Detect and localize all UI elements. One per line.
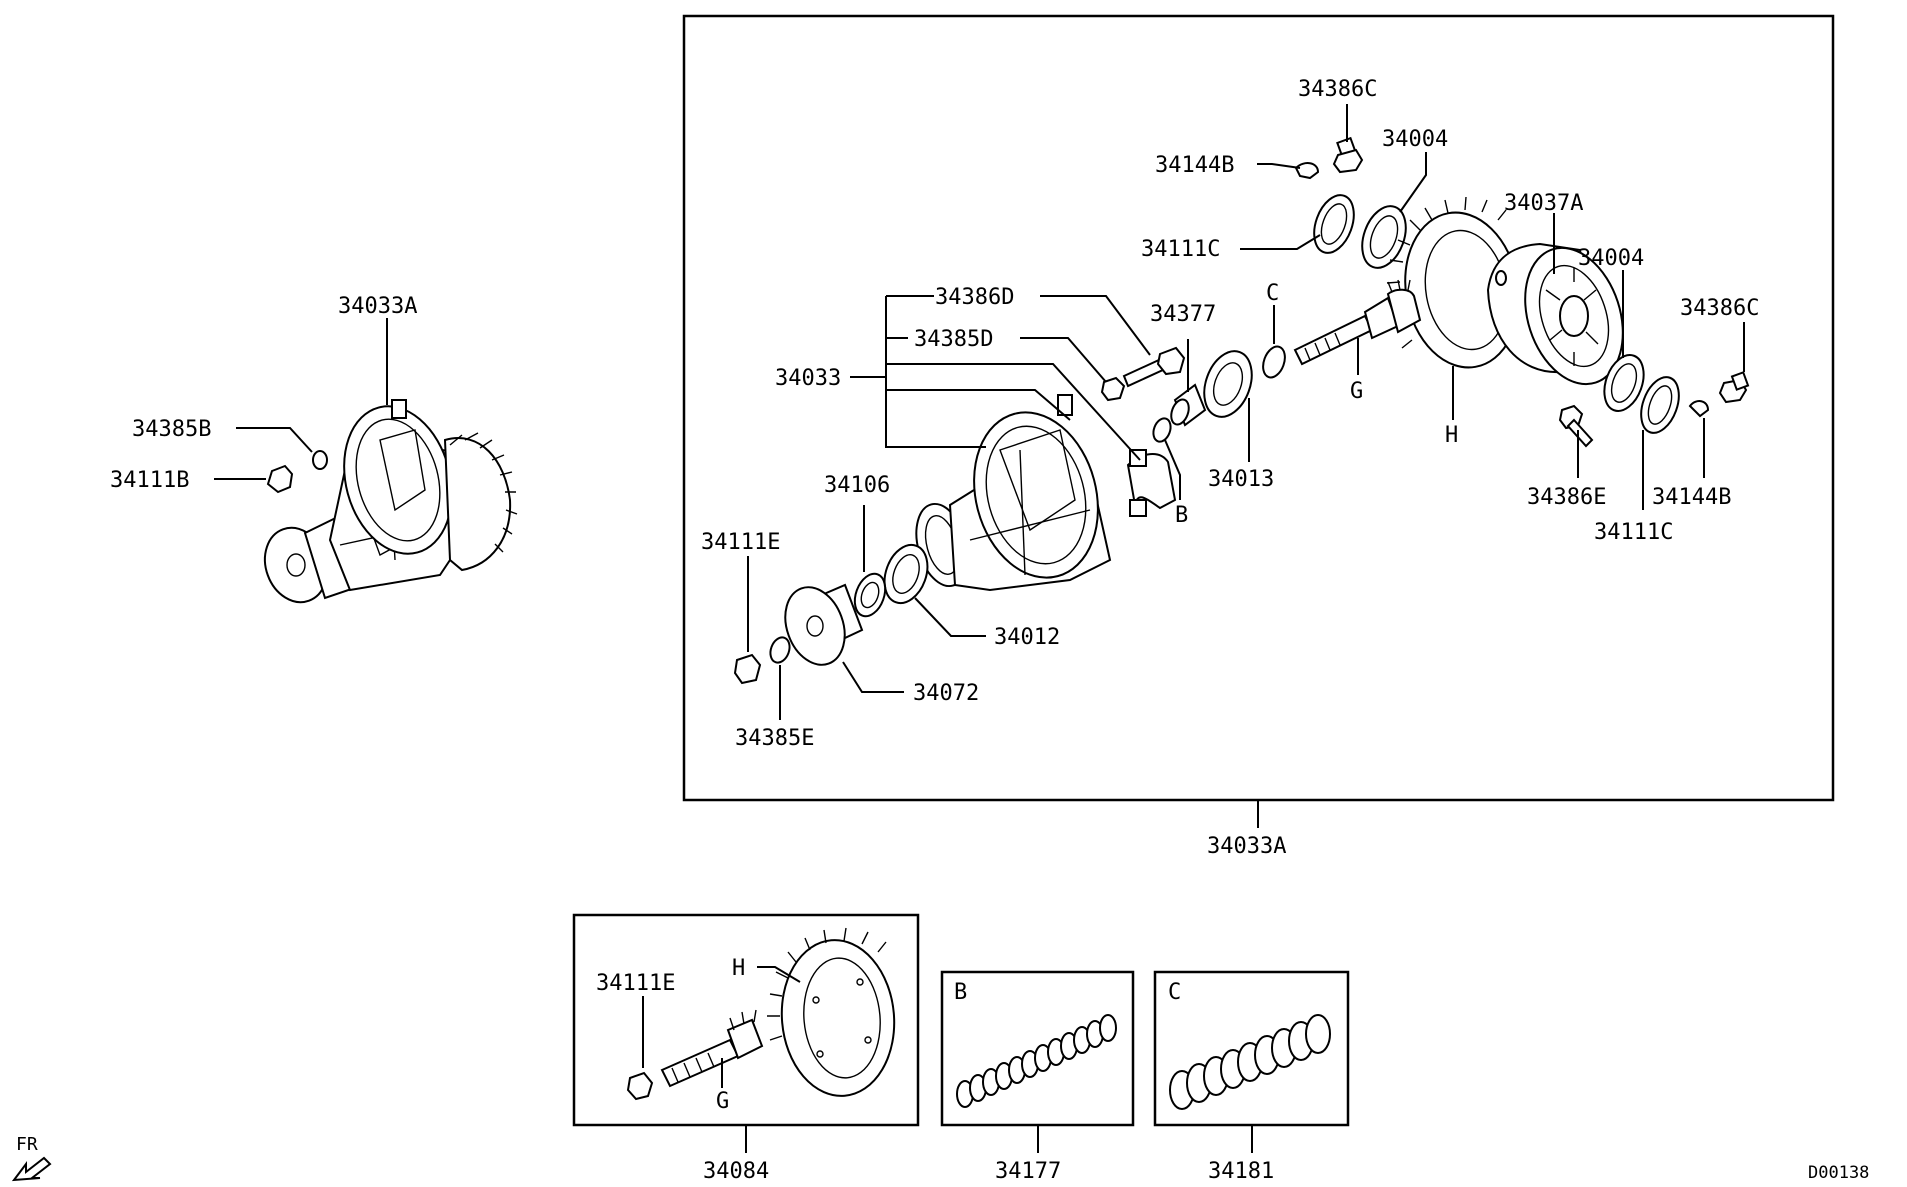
label-34033a-main: 34033A bbox=[1207, 834, 1286, 859]
label-34111c-right: 34111C bbox=[1594, 520, 1673, 545]
label-34111c-top: 34111C bbox=[1141, 237, 1220, 262]
front-arrow-icon bbox=[11, 1156, 52, 1182]
label-34106: 34106 bbox=[824, 473, 890, 498]
shim-stack-b bbox=[956, 1014, 1117, 1108]
label-34385d: 34385D bbox=[914, 327, 993, 352]
label-b: B bbox=[1175, 503, 1188, 528]
label-34084: 34084 bbox=[703, 1159, 769, 1184]
label-kit-g: G bbox=[716, 1089, 729, 1114]
label-kit-h: H bbox=[732, 956, 745, 981]
label-34385b: 34385B bbox=[132, 417, 211, 442]
label-34072: 34072 bbox=[913, 681, 979, 706]
label-34144b-top: 34144B bbox=[1155, 153, 1234, 178]
label-c: C bbox=[1266, 281, 1279, 306]
label-34012: 34012 bbox=[994, 625, 1060, 650]
kit-pinion bbox=[660, 1009, 764, 1088]
label-kit-34111e: 34111E bbox=[596, 971, 675, 996]
shim-stack-c bbox=[1169, 1014, 1331, 1110]
kit-ring-gear bbox=[767, 927, 896, 1097]
label-34111e: 34111E bbox=[701, 530, 780, 555]
label-34033a-left: 34033A bbox=[338, 294, 417, 319]
label-34037a: 34037A bbox=[1504, 191, 1583, 216]
label-34004-right: 34004 bbox=[1578, 246, 1644, 271]
carrier-housing bbox=[915, 394, 1112, 592]
label-34386c-top: 34386C bbox=[1298, 77, 1377, 102]
label-shim-b: B bbox=[954, 980, 967, 1005]
label-fr: FR bbox=[16, 1134, 38, 1155]
label-34386c-right: 34386C bbox=[1680, 296, 1759, 321]
companion-flange bbox=[784, 583, 864, 666]
label-34385e: 34385E bbox=[735, 726, 814, 751]
label-34004-top: 34004 bbox=[1382, 127, 1448, 152]
label-34181: 34181 bbox=[1208, 1159, 1274, 1184]
bolt-34386c-top bbox=[1332, 136, 1364, 174]
assembled-differential-drawing bbox=[263, 399, 518, 604]
label-34386d: 34386D bbox=[935, 285, 1014, 310]
label-34144b-right: 34144B bbox=[1652, 485, 1731, 510]
drive-pinion bbox=[1293, 279, 1422, 366]
differential-case bbox=[1486, 242, 1624, 386]
drawing-code: D00138 bbox=[1808, 1163, 1869, 1183]
label-shim-c: C bbox=[1168, 980, 1181, 1005]
label-34111b: 34111B bbox=[110, 468, 189, 493]
label-h: H bbox=[1445, 423, 1458, 448]
label-34033: 34033 bbox=[775, 366, 841, 391]
ring-gear bbox=[1386, 196, 1520, 369]
label-34013: 34013 bbox=[1208, 467, 1274, 492]
label-34177: 34177 bbox=[995, 1159, 1061, 1184]
label-g: G bbox=[1350, 379, 1363, 404]
label-34386e: 34386E bbox=[1527, 485, 1606, 510]
label-34377: 34377 bbox=[1150, 302, 1216, 327]
